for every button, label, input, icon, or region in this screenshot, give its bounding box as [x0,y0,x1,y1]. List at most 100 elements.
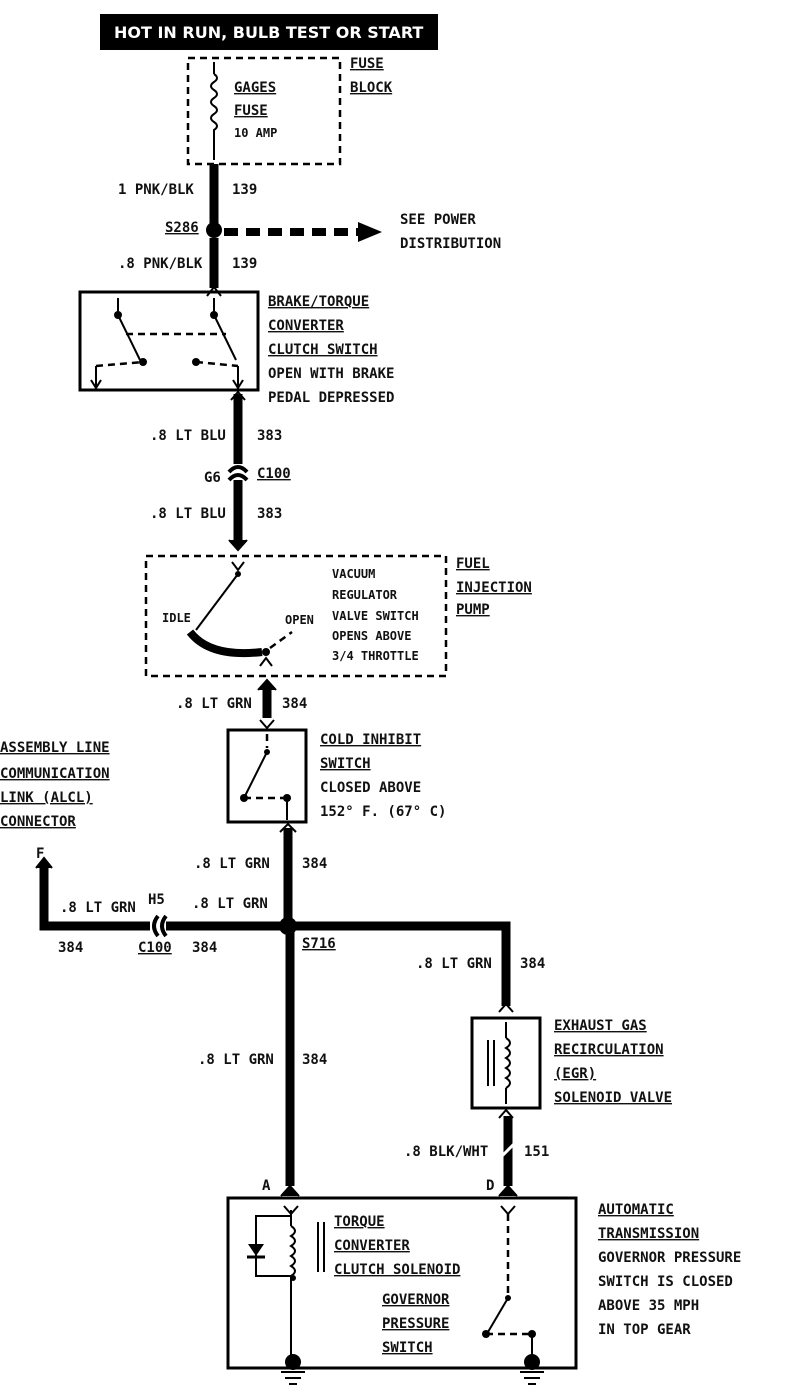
tcc-line2: CONVERTER [334,1238,410,1254]
idle-label: IDLE [162,611,191,625]
gages-fuse-icon [210,62,218,160]
fuse-block-box [186,56,342,166]
brake-switch-blade-left [117,314,141,361]
w11-circuit: 151 [524,1144,549,1160]
w3-circuit: 383 [257,428,282,444]
alcl-line2: COMMUNICATION [0,766,110,782]
fuel-title-2: INJECTION [456,580,532,596]
alcl-line1: ASSEMBLY LINE [0,740,110,756]
w10-circuit: 384 [302,1052,327,1068]
brake-switch-box [78,290,260,392]
connector-c100-h5-right [160,914,168,938]
cold-switch-box [226,728,308,824]
w11-gauge: .8 BLK/WHT [404,1144,488,1160]
cold-switch-line4: 152° F. (67° C) [320,804,446,820]
egr-line1: EXHAUST GAS [554,1018,647,1034]
w1-gauge: 1 PNK/BLK [118,182,194,198]
trans-line1: AUTOMATIC [598,1202,674,1218]
fuse-block-title-1: FUSE [350,56,384,72]
egr-line4: SOLENOID VALVE [554,1090,672,1106]
fuse-block-title-2: BLOCK [350,80,393,96]
governor-line1: GOVERNOR [382,1292,450,1308]
conn1-pin: G6 [204,470,221,486]
connector-c100-bottom [227,473,249,482]
brake-switch-line1: BRAKE/TORQUE [268,294,369,310]
alcl-line4: CONNECTOR [0,814,76,830]
brake-switch-line2: CONVERTER [268,318,344,334]
connector-c100-h5-left [152,914,160,938]
w9-gauge: .8 LT GRN [416,956,492,972]
w4-circuit: 383 [257,506,282,522]
governor-switch-blade [487,1297,509,1333]
brake-switch-line5: PEDAL DEPRESSED [268,390,394,406]
w5-circuit: 384 [282,696,307,712]
cold-switch-line2: SWITCH [320,756,371,772]
egr-solenoid-box [470,1016,542,1110]
arrow-right-icon [358,222,382,242]
egr-line2: RECIRCULATION [554,1042,664,1058]
vacuum-switch-blade [195,573,239,631]
w3-gauge: .8 LT BLU [150,428,226,444]
w9-circuit: 384 [520,956,545,972]
conn1-name: C100 [257,466,291,482]
gages-fuse-label-2: FUSE [234,103,268,119]
fuel-desc-5: 3/4 THROTTLE [332,649,419,663]
egr-coil-icon [504,1037,511,1089]
brake-switch-line4: OPEN WITH BRAKE [268,366,394,382]
alcl-line3: LINK (ALCL) [0,790,93,806]
governor-line2: PRESSURE [382,1316,449,1332]
trans-line4: SWITCH IS CLOSED [598,1274,733,1290]
conn2-name: C100 [138,940,172,956]
w8-circuit: 384 [192,940,217,956]
ground-icon [520,1354,544,1385]
splice1-label: S286 [165,220,199,236]
transmission-box [226,1196,578,1370]
fuel-pump-box [144,554,448,678]
tcc-coil-icon [289,1225,296,1277]
tcc-line1: TORQUE [334,1214,385,1230]
w6-gauge: .8 LT GRN [194,856,270,872]
fuel-title-3: PUMP [456,602,490,618]
see-power-1: SEE POWER [400,212,476,228]
pin-a: A [262,1178,271,1194]
trans-line2: TRANSMISSION [598,1226,699,1242]
cold-switch-line3: CLOSED ABOVE [320,780,421,796]
vacuum-switch-arc [186,629,263,658]
fuel-desc-1: VACUUM [332,567,375,581]
gages-fuse-label-1: GAGES [234,80,276,96]
brake-switch-line3: CLUTCH SWITCH [268,342,378,358]
w7-gauge: .8 LT GRN [60,900,136,916]
governor-line3: SWITCH [382,1340,433,1356]
trans-line6: IN TOP GEAR [598,1322,691,1338]
header-bar [100,14,438,50]
tcc-line3: CLUTCH SOLENOID [334,1262,460,1278]
gages-fuse-rating: 10 AMP [234,126,277,140]
pin-f: F [36,846,44,862]
open-label: OPEN [285,613,314,627]
wire-384-egr [292,921,511,1006]
pin-d: D [486,1178,494,1194]
fuel-title-1: FUEL [456,556,490,572]
fuel-desc-3: VALVE SWITCH [332,609,419,623]
terminal-arrow-icon [228,539,248,552]
connector-c100-top [227,465,249,474]
ground-icon [281,1354,305,1385]
fuel-desc-4: OPENS ABOVE [332,629,411,643]
brake-switch-blade-right [213,314,237,361]
w10-gauge: .8 LT GRN [198,1052,274,1068]
cold-switch-blade [244,751,268,797]
diode-icon [248,1244,264,1256]
w1-circuit: 139 [232,182,257,198]
header-text: HOT IN RUN, BULB TEST OR START [114,23,423,42]
cold-switch-line1: COLD INHIBIT [320,732,421,748]
w6-circuit: 384 [302,856,327,872]
w7-circuit: 384 [58,940,83,956]
conn2-pin: H5 [148,892,165,908]
see-power-2: DISTRIBUTION [400,236,501,252]
trans-line3: GOVERNOR PRESSURE [598,1250,741,1266]
splice-s286 [206,222,222,238]
w2-gauge: .8 PNK/BLK [118,256,203,272]
w8-gauge: .8 LT GRN [192,896,268,912]
fuel-desc-2: REGULATOR [332,588,398,602]
